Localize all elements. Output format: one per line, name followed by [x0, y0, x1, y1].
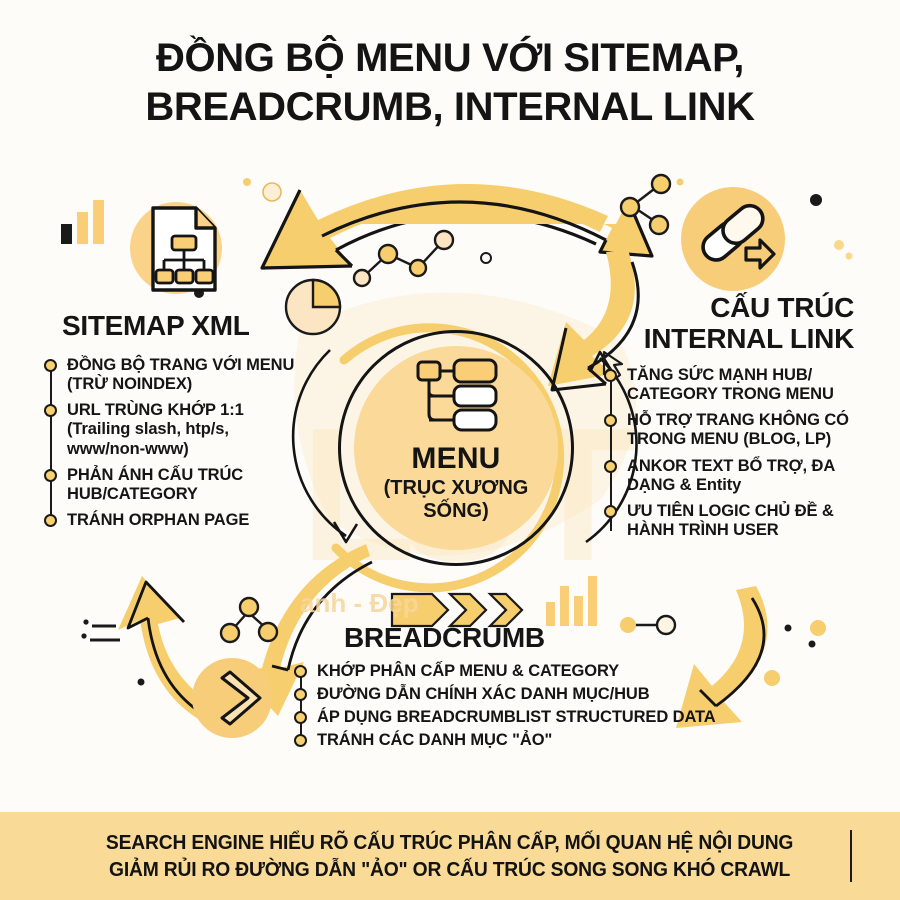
- list-item: TRÁNH CÁC DANH MỤC "ẢO": [294, 731, 794, 750]
- list-item: TRÁNH ORPHAN PAGE: [44, 511, 306, 530]
- center-sub-line-1: (TRỤC XƯƠNG: [383, 477, 529, 499]
- arrow-arc-left-icon: [260, 183, 608, 270]
- list-item-label: ƯU TIÊN LOGIC CHỦ ĐỀ & HÀNH TRÌNH USER: [627, 501, 834, 539]
- timeline-line: [610, 375, 612, 531]
- center-label-group: MENU (TRỤC XƯƠNG SỐNG): [338, 442, 574, 523]
- breadcrumb-heading: BREADCRUMB: [344, 622, 545, 653]
- list-item-label: TRÁNH CÁC DANH MỤC "ẢO": [317, 731, 553, 750]
- breadcrumb-list: KHỚP PHÂN CẤP MENU & CATEGORY ĐƯỜNG DẪN …: [294, 662, 794, 755]
- share-node-icon: [619, 173, 672, 236]
- list-item-label: ÁP DỤNG BREADCRUMBLIST STRUCTURED DATA: [317, 708, 716, 727]
- list-item: URL TRÙNG KHỚP 1:1 (Trailing slash, htp/…: [44, 401, 306, 458]
- list-item: ĐƯỜNG DẪN CHÍNH XÁC DANH MỤC/HUB: [294, 685, 794, 704]
- internal-link-heading: CẤU TRÚC INTERNAL LINK: [643, 292, 855, 355]
- bullet-dot-icon: [604, 504, 617, 518]
- list-item: ĐỒNG BỘ TRANG VỚI MENU (TRỪ NOINDEX): [44, 356, 306, 394]
- list-item-label: TĂNG SỨC MẠNH HUB/ CATEGORY TRONG MENU: [627, 366, 834, 404]
- bullet-dot-icon: [604, 369, 617, 382]
- arrow-arc-right-icon: [318, 188, 654, 258]
- bar-chart-icon: [61, 200, 104, 244]
- bullet-dot-icon: [44, 468, 57, 482]
- bullet-dot-icon: [294, 711, 307, 725]
- bullet-dot-icon: [294, 665, 307, 678]
- bullet-dot-icon: [44, 359, 57, 372]
- internal-link-heading-line-2: INTERNAL LINK: [643, 323, 855, 355]
- bullet-dot-icon: [44, 404, 57, 418]
- bullet-dot-icon: [44, 513, 57, 527]
- list-item-label: ANKOR TEXT BỔ TRỢ, ĐA DẠNG & Entity: [627, 456, 835, 494]
- footer-banner-text: SEARCH ENGINE HIỂU RÕ CẤU TRÚC PHÂN CẤP,…: [106, 829, 793, 883]
- dot-connector-icon: [620, 614, 677, 636]
- internal-link-heading-line-1: CẤU TRÚC: [710, 292, 854, 323]
- footer-banner: SEARCH ENGINE HIỂU RÕ CẤU TRÚC PHÂN CẤP,…: [0, 812, 900, 900]
- list-item: HỖ TRỢ TRANG KHÔNG CÓ TRONG MENU (BLOG, …: [604, 411, 876, 449]
- timeline-line: [300, 671, 302, 742]
- list-item-label: URL TRÙNG KHỚP 1:1 (Trailing slash, htp/…: [67, 401, 244, 458]
- bullet-dot-icon: [604, 459, 617, 473]
- list-item-label: ĐƯỜNG DẪN CHÍNH XÁC DANH MỤC/HUB: [317, 685, 650, 704]
- bar-chart-icon-2: [546, 576, 597, 626]
- list-item: PHẢN ÁNH CẤU TRÚC HUB/CATEGORY: [44, 466, 306, 504]
- title-line-2: BREADCRUMB, INTERNAL LINK: [145, 84, 755, 129]
- list-item-label: TRÁNH ORPHAN PAGE: [67, 510, 250, 529]
- center-label: MENU: [411, 442, 501, 475]
- share-node-icon-bottom: [219, 596, 279, 644]
- list-lines-icon: [81, 619, 120, 642]
- page-title: ĐỒNG BỘ MENU VỚI SITEMAP, BREADCRUMB, IN…: [0, 34, 900, 132]
- line-chart-icon: [352, 229, 492, 288]
- pie-chart-icon: [284, 278, 342, 336]
- center-circle-ring: [338, 330, 574, 566]
- list-item: ƯU TIÊN LOGIC CHỦ ĐỀ & HÀNH TRÌNH USER: [604, 502, 876, 540]
- footer-divider: [850, 830, 852, 882]
- chevron-circle-icon: [192, 658, 272, 738]
- bullet-dot-icon: [294, 688, 307, 702]
- list-item-label: PHẢN ÁNH CẤU TRÚC HUB/CATEGORY: [67, 465, 244, 503]
- bullet-dot-icon: [294, 734, 307, 748]
- sitemap-heading: SITEMAP XML: [62, 310, 250, 341]
- title-line-1: ĐỒNG BỘ MENU VỚI SITEMAP,: [156, 36, 744, 80]
- timeline-line: [50, 365, 52, 521]
- list-item: TĂNG SỨC MẠNH HUB/ CATEGORY TRONG MENU: [604, 366, 876, 404]
- list-item-label: KHỚP PHÂN CẤP MENU & CATEGORY: [317, 662, 620, 680]
- list-item: KHỚP PHÂN CẤP MENU & CATEGORY: [294, 662, 794, 681]
- sitemap-document-icon: [130, 202, 222, 294]
- center-sub-line-2: SỐNG): [423, 500, 489, 523]
- footer-line-1: SEARCH ENGINE HIỂU RÕ CẤU TRÚC PHÂN CẤP,…: [106, 830, 794, 854]
- list-item-label: ĐỒNG BỘ TRANG VỚI MENU (TRỪ NOINDEX): [67, 356, 295, 394]
- list-item-label: HỖ TRỢ TRANG KHÔNG CÓ TRONG MENU (BLOG, …: [627, 411, 849, 449]
- bullet-dot-icon: [604, 414, 617, 428]
- watermark-text: anh - Đẹp: [300, 588, 419, 618]
- menu-tree-icon: [416, 358, 498, 432]
- list-item: ANKOR TEXT BỔ TRỢ, ĐA DẠNG & Entity: [604, 457, 876, 495]
- list-item: ÁP DỤNG BREADCRUMBLIST STRUCTURED DATA: [294, 708, 794, 727]
- chain-link-arrow-icon: [681, 187, 785, 291]
- center-menu-node: MENU (TRỤC XƯƠNG SỐNG): [338, 330, 574, 566]
- sitemap-list: ĐỒNG BỘ TRANG VỚI MENU (TRỪ NOINDEX) URL…: [44, 356, 306, 537]
- footer-line-2: GIẢM RỦI RO ĐƯỜNG DẪN "ẢO" OR CẤU TRÚC S…: [109, 858, 791, 881]
- internal-link-list: TĂNG SỨC MẠNH HUB/ CATEGORY TRONG MENU H…: [604, 366, 876, 547]
